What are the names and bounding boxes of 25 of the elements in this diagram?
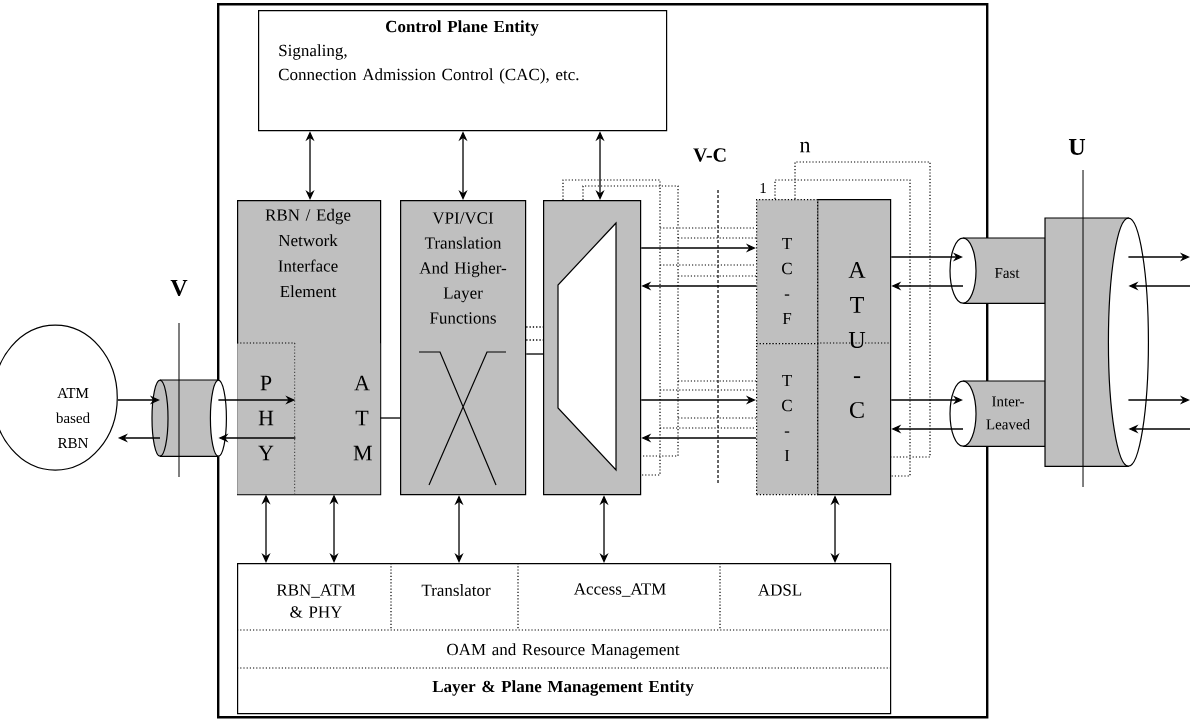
- function-box: VPI/VCI Translation And Higher-Layer Functions: [400, 200, 527, 496]
- table-cell: RBN_ATM & PHY: [276, 562, 392, 631]
- sublayer-box: A T M: [295, 343, 381, 495]
- sublayer-box: P H Y: [236, 342, 296, 495]
- connector-line: [525, 326, 544, 328]
- table-cell: Translator: [421, 562, 519, 631]
- connector-line: [525, 339, 544, 341]
- table-cell: ADSL: [758, 584, 802, 596]
- interface-label: U: [1068, 139, 1086, 155]
- channel-cylinder: Inter- Leaved: [949, 380, 1046, 447]
- sublayer-box: T C - F: [756, 199, 819, 345]
- interface-label: V-C: [693, 148, 726, 162]
- interface-cylinder: [151, 379, 227, 457]
- interface-label: V: [170, 279, 188, 297]
- node-label: A T M: [353, 375, 372, 461]
- connector-line: [379, 417, 401, 419]
- channel-cylinder: Fast: [949, 237, 1046, 304]
- table-row: OAM and Resource Management: [236, 629, 891, 669]
- entity-box: Control Plane Entity Signaling, Connection Admission Control (CAC), etc.: [258, 10, 668, 132]
- sublayer-box: T C - I: [756, 343, 819, 496]
- interface-label: n: [800, 141, 811, 153]
- line-cylinder: [1044, 217, 1149, 467]
- table-cell: Access_ATM: [573, 562, 721, 631]
- connector-line: [525, 353, 544, 355]
- multiplexer-box: [543, 200, 642, 496]
